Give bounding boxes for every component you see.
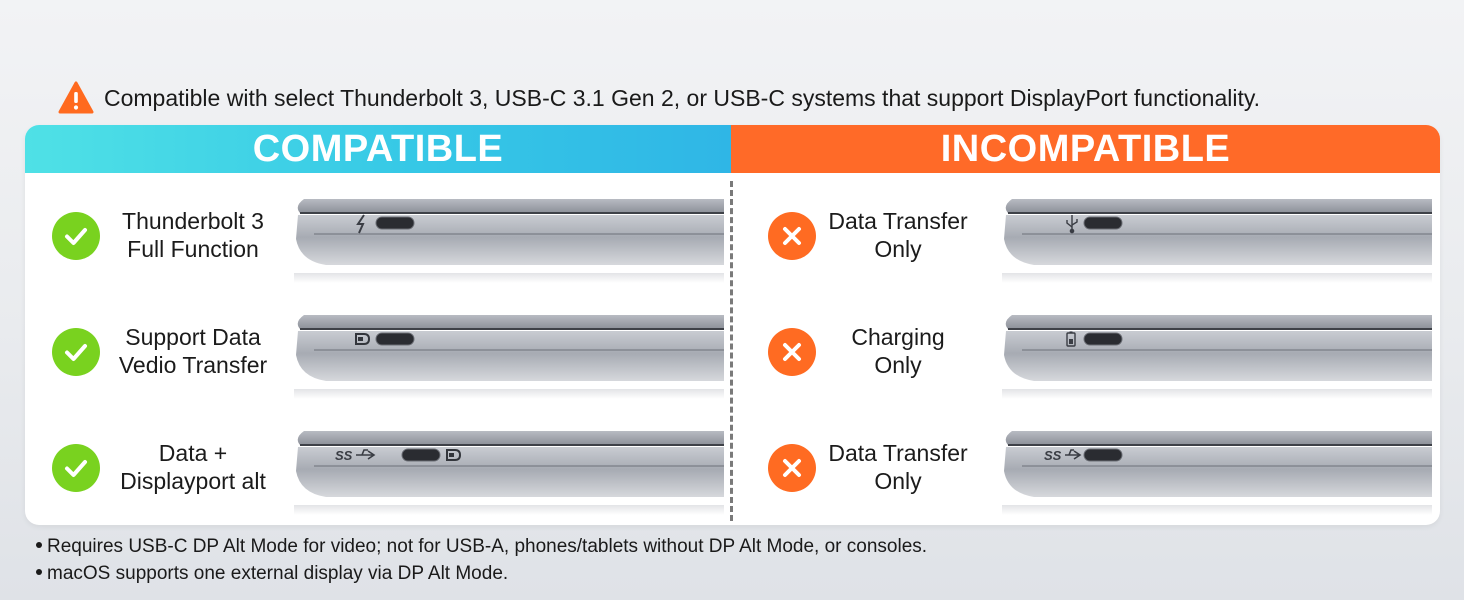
bullet-icon <box>36 568 42 575</box>
incompatible-header: INCOMPATIBLE <box>731 125 1440 173</box>
cross-icon <box>768 444 816 492</box>
displayport-icon <box>355 333 371 345</box>
incompatible-item-label: Data Transfer Only <box>809 195 987 275</box>
laptop-side-image <box>1002 303 1432 399</box>
label-line-1: Charging <box>851 324 945 350</box>
compatible-item: Thunderbolt 3 Full Function <box>25 187 731 283</box>
incompatible-item: Data Transfer Only <box>731 187 1440 283</box>
incompatible-item: Charging Only <box>731 303 1440 399</box>
footnote: Requires USB-C DP Alt Mode for video; no… <box>36 536 927 558</box>
cross-icon <box>768 328 816 376</box>
check-icon <box>52 444 100 492</box>
label-line-1: Data Transfer <box>828 440 968 466</box>
label-line-2: Only <box>874 236 922 262</box>
label-line-1: Data Transfer <box>828 208 968 234</box>
incompatible-item-label: Data Transfer Only <box>809 427 987 507</box>
compatible-header: COMPATIBLE <box>25 125 731 173</box>
footnote-text: macOS supports one external display via … <box>47 563 509 584</box>
check-icon <box>52 212 100 260</box>
footnote-text: Requires USB-C DP Alt Mode for video; no… <box>47 536 928 557</box>
laptop-side-image <box>1002 187 1432 283</box>
compatible-item: Support Data Vedio Transfer <box>25 303 731 399</box>
label-line-1: Data + <box>158 440 228 466</box>
svg-text:SS: SS <box>335 448 353 463</box>
compatible-item: Data + Displayport alt SS <box>25 419 731 515</box>
check-icon <box>52 328 100 376</box>
label-line-1: Support Data <box>125 324 261 350</box>
label-line-2: Only <box>874 468 922 494</box>
compatibility-panel: COMPATIBLE INCOMPATIBLE Thunderbolt 3 Fu… <box>25 125 1440 525</box>
compatible-item-label: Data + Displayport alt <box>104 427 282 507</box>
bullet-icon <box>36 541 42 548</box>
incompatible-item-label: Charging Only <box>809 311 987 391</box>
laptop-side-image: SS <box>1002 419 1432 515</box>
column-divider <box>730 181 733 521</box>
label-line-1: Thunderbolt 3 <box>122 208 264 234</box>
ss-usb-icon: SS <box>1044 448 1082 463</box>
label-line-2: Vedio Transfer <box>118 352 268 378</box>
battery-icon <box>1066 331 1076 347</box>
svg-text:SS: SS <box>1044 448 1062 463</box>
warning-triangle-icon <box>58 81 94 115</box>
compatible-item-label: Thunderbolt 3 Full Function <box>104 195 282 275</box>
laptop-side-image <box>294 187 724 283</box>
compatible-item-label: Support Data Vedio Transfer <box>104 311 282 391</box>
compatibility-notice: Compatible with select Thunderbolt 3, US… <box>58 78 1260 118</box>
thunderbolt-icon <box>356 214 365 234</box>
laptop-side-image: SS <box>294 419 724 515</box>
laptop-side-image <box>294 303 724 399</box>
cross-icon <box>768 212 816 260</box>
notice-text: Compatible with select Thunderbolt 3, US… <box>104 84 1261 111</box>
label-line-2: Only <box>874 352 922 378</box>
usb-icon <box>1066 215 1078 234</box>
label-line-2: Displayport alt <box>120 468 266 494</box>
footnote: macOS supports one external display via … <box>36 563 508 585</box>
label-line-2: Full Function <box>127 236 259 262</box>
ss-usb-displayport-icon: SS <box>335 448 462 463</box>
incompatible-item: Data Transfer Only SS <box>731 419 1440 515</box>
